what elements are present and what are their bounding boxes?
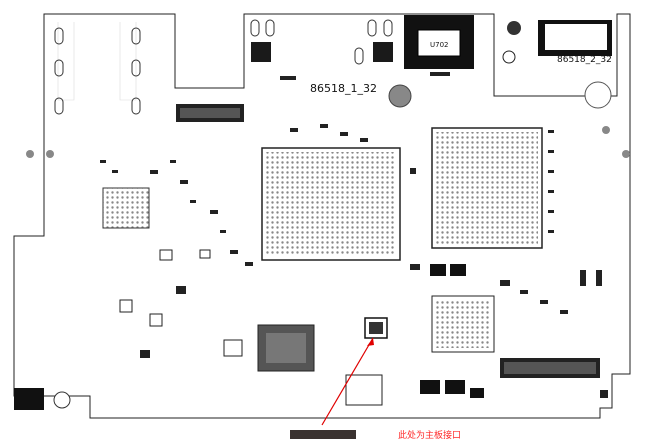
qfn-chip	[257, 324, 315, 372]
right-bga-chip	[431, 127, 543, 249]
small-components	[100, 72, 608, 398]
slot	[131, 97, 141, 115]
bottom-connector	[345, 374, 383, 406]
lower-bga-chip	[431, 295, 495, 353]
u702-component: U702	[404, 15, 474, 69]
bottom-photo-strip	[290, 430, 356, 439]
board-inner-edge	[57, 22, 137, 101]
round-pad	[388, 84, 412, 108]
annotation-text: 此处为主板接口	[398, 429, 461, 439]
slot	[54, 27, 64, 45]
top-left-slot-group	[54, 27, 141, 115]
slot	[54, 97, 64, 115]
annotation-arrow	[321, 337, 374, 426]
main-bga-chip	[261, 147, 401, 261]
slot	[131, 27, 141, 45]
arrow-head	[367, 338, 374, 346]
left-chip	[102, 187, 150, 229]
top-right-module	[502, 20, 612, 109]
slot	[54, 59, 64, 77]
board-label-right: 86518_2_32	[557, 55, 612, 65]
slot	[131, 59, 141, 77]
top-center-slot-group	[250, 19, 393, 65]
u702-label: U702	[430, 41, 448, 49]
board-label-left: 86518_1_32	[310, 82, 377, 95]
